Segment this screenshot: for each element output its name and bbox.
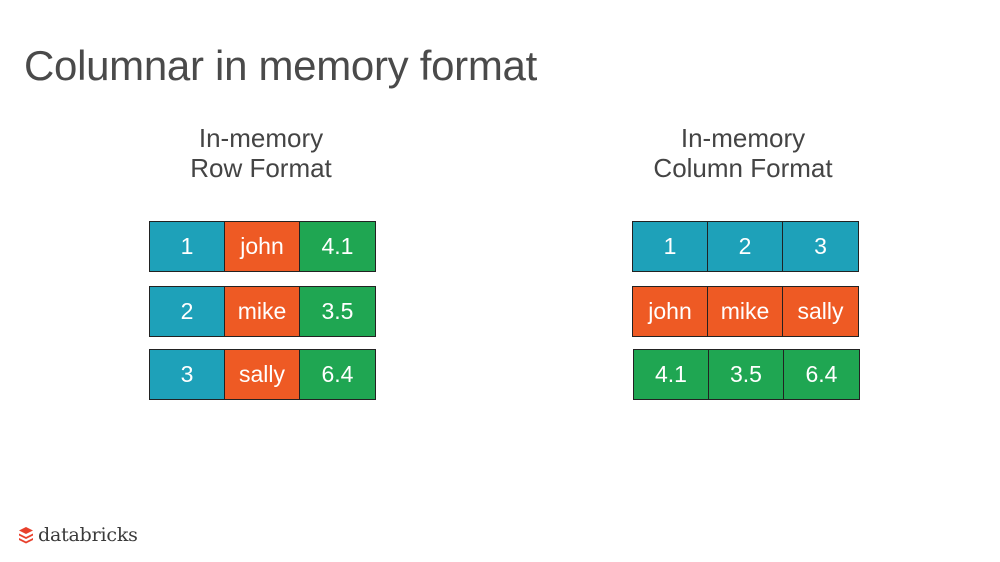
row-format-cell-id: 1 (150, 222, 225, 271)
row-format-heading-line2: Row Format (190, 153, 332, 183)
column-format-heading: In-memory Column Format (593, 123, 893, 183)
column-format-ids-row: 1 2 3 (632, 221, 859, 272)
row-format-cell-name: john (225, 222, 300, 271)
column-format-cell-id: 2 (708, 222, 783, 271)
column-format-cell-score: 4.1 (634, 350, 709, 399)
row-format-row-1: 1 john 4.1 (149, 221, 376, 272)
column-format-cell-name: mike (708, 287, 783, 336)
row-format-cell-name: sally (225, 350, 300, 399)
column-format-scores-row: 4.1 3.5 6.4 (633, 349, 860, 400)
column-format-cell-id: 1 (633, 222, 708, 271)
column-format-cell-name: sally (783, 287, 858, 336)
row-format-cell-id: 3 (150, 350, 225, 399)
column-format-heading-line2: Column Format (653, 153, 833, 183)
row-format-cell-score: 3.5 (300, 287, 375, 336)
column-format-heading-line1: In-memory (680, 123, 806, 153)
row-format-heading: In-memory Row Format (111, 123, 411, 183)
slide-title: Columnar in memory format (24, 42, 537, 89)
column-format-names-row: john mike sally (632, 286, 859, 337)
column-format-cell-score: 3.5 (709, 350, 784, 399)
column-format-cell-name: john (633, 287, 708, 336)
column-format-cell-score: 6.4 (784, 350, 859, 399)
row-format-cell-name: mike (225, 287, 300, 336)
row-format-cell-score: 6.4 (300, 350, 375, 399)
row-format-heading-line1: In-memory (198, 123, 324, 153)
databricks-logo: databricks (18, 524, 138, 546)
row-format-row-3: 3 sally 6.4 (149, 349, 376, 400)
databricks-stack-icon (19, 527, 33, 544)
column-format-cell-id: 3 (783, 222, 858, 271)
row-format-cell-id: 2 (150, 287, 225, 336)
databricks-logo-text: databricks (38, 524, 138, 546)
row-format-cell-score: 4.1 (300, 222, 375, 271)
row-format-row-2: 2 mike 3.5 (149, 286, 376, 337)
